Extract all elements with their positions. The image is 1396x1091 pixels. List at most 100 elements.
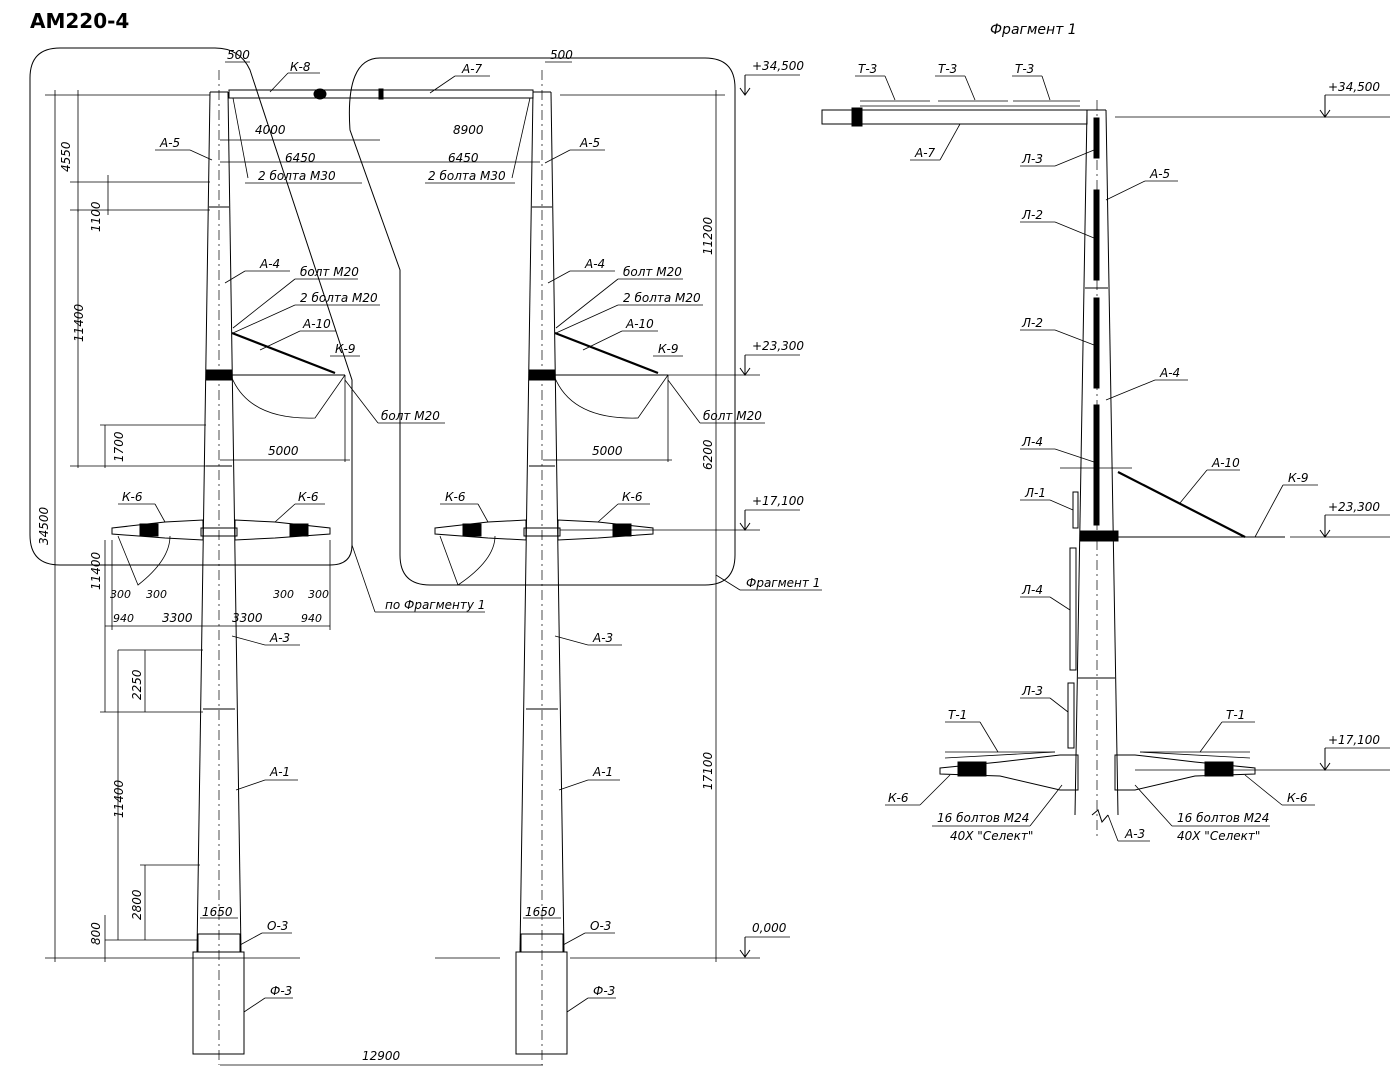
label-l3-frag-top: Л-3 xyxy=(1021,152,1043,166)
dim-6450-right: 6450 xyxy=(448,151,479,165)
elev-mid-frag: +23,300 xyxy=(1328,500,1380,514)
dim-2250: 2250 xyxy=(130,669,144,700)
note-bolt-m20-2-left: болт М20 xyxy=(381,409,440,423)
note-2-bolts-m30-right: 2 болта М30 xyxy=(428,169,506,183)
label-k9-right: К-9 xyxy=(658,342,678,356)
label-a5-left: А-5 xyxy=(159,136,180,150)
label-l2-frag-2: Л-2 xyxy=(1021,316,1043,330)
label-t3-1: Т-3 xyxy=(858,62,877,76)
label-f3-right: Ф-3 xyxy=(593,984,615,998)
dim-940-l2: 940 xyxy=(301,612,322,625)
label-t1-frag-left: Т-1 xyxy=(948,708,967,722)
label-k9-left: К-9 xyxy=(335,342,355,356)
note-bolt-m20-1-left: болт М20 xyxy=(300,265,359,279)
dim-17100: 17100 xyxy=(701,751,715,790)
dim-940-l1: 940 xyxy=(113,612,134,625)
dim-300-l4: 300 xyxy=(308,588,329,601)
dim-5000-left: 5000 xyxy=(268,444,299,458)
elev-top-frag: +34,500 xyxy=(1328,80,1380,94)
dim-800: 800 xyxy=(89,922,103,945)
label-k6-right-1: К-6 xyxy=(445,490,466,504)
dim-1100: 1100 xyxy=(89,201,103,232)
label-a3-right: А-3 xyxy=(592,631,613,645)
dim-1700: 1700 xyxy=(112,431,126,462)
dim-11400-lower: 11400 xyxy=(112,779,126,818)
label-o3-left: О-3 xyxy=(267,919,288,933)
fragment-1-detail: Т-3 Т-3 Т-3 А-7 +34,500 Л-3 А-5 Л-2 Л-2 … xyxy=(821,62,1390,843)
note-per-fragment: по Фрагменту 1 xyxy=(385,598,485,612)
label-t3-3: Т-3 xyxy=(1015,62,1034,76)
dimension-lines xyxy=(45,90,760,1066)
note-2-bolts-m20-left: 2 болта М20 xyxy=(300,291,378,305)
label-k8: К-8 xyxy=(290,60,311,74)
dim-8900: 8900 xyxy=(453,123,484,137)
dim-11200: 11200 xyxy=(701,216,715,255)
label-a3-left: А-3 xyxy=(269,631,290,645)
note-16-bolts-right: 16 болтов М24 xyxy=(1177,811,1269,825)
dim-12900: 12900 xyxy=(362,1049,401,1063)
label-a10-frag: А-10 xyxy=(1211,456,1240,470)
dim-6450-left: 6450 xyxy=(285,151,316,165)
top-beam xyxy=(228,88,534,179)
dim-1650-right: 1650 xyxy=(525,905,556,919)
label-a4-left: А-4 xyxy=(259,257,280,271)
dim-3300-l1: 3300 xyxy=(162,611,193,625)
elev-ground-left: 0,000 xyxy=(752,921,787,935)
note-steel-left: 40Х "Селект" xyxy=(950,829,1033,843)
label-k6-right-2: К-6 xyxy=(622,490,643,504)
dim-500-right: 500 xyxy=(550,48,573,62)
label-k6-left-2: К-6 xyxy=(298,490,319,504)
dim-1650-left: 1650 xyxy=(202,905,233,919)
label-l1-frag: Л-1 xyxy=(1024,486,1046,500)
label-f3-left: Ф-3 xyxy=(270,984,292,998)
note-bolt-m20-2-right: болт М20 xyxy=(703,409,762,423)
dim-2800: 2800 xyxy=(130,889,144,920)
elev-low-left: +17,100 xyxy=(752,494,804,508)
label-a5-frag: А-5 xyxy=(1149,167,1170,181)
note-16-bolts-left: 16 болтов М24 xyxy=(937,811,1029,825)
label-a4-right: А-4 xyxy=(584,257,605,271)
label-a5-right: А-5 xyxy=(579,136,600,150)
label-a1-right: А-1 xyxy=(592,765,613,779)
dim-5000-right: 5000 xyxy=(592,444,623,458)
drawing-title: АМ220-4 xyxy=(30,9,129,33)
label-k6-frag-left: К-6 xyxy=(888,791,909,805)
label-k6-frag-right: К-6 xyxy=(1287,791,1308,805)
label-l2-frag-1: Л-2 xyxy=(1021,208,1043,222)
label-o3-right: О-3 xyxy=(590,919,611,933)
dim-4550: 4550 xyxy=(59,141,73,172)
note-fragment-ref: Фрагмент 1 xyxy=(746,576,820,590)
elev-low-frag: +17,100 xyxy=(1328,733,1380,747)
dim-300-l2: 300 xyxy=(146,588,167,601)
label-a7-frag: А-7 xyxy=(914,146,936,160)
note-2-bolts-m20-right: 2 болта М20 xyxy=(623,291,701,305)
label-k9-frag: К-9 xyxy=(1288,471,1308,485)
dim-11400-mid: 11400 xyxy=(89,551,103,590)
note-2-bolts-m30-left: 2 болта М30 xyxy=(258,169,336,183)
label-a10-right: А-10 xyxy=(625,317,654,331)
dim-3300-l2: 3300 xyxy=(232,611,263,625)
elev-mid-left: +23,300 xyxy=(752,339,804,353)
fragment-title: Фрагмент 1 xyxy=(990,22,1077,38)
dim-11400-upper: 11400 xyxy=(72,303,86,342)
label-a7-top: А-7 xyxy=(461,62,483,76)
label-a4-frag: А-4 xyxy=(1159,366,1180,380)
label-l4-frag-bottom: Л-4 xyxy=(1021,583,1043,597)
label-a3-frag: А-3 xyxy=(1124,827,1145,841)
right-pole-labels: 500 А-7 8900 6450 2 болта М30 А-5 А-4 бо… xyxy=(362,48,820,1063)
label-a10-left: А-10 xyxy=(302,317,331,331)
note-steel-right: 40Х "Селект" xyxy=(1177,829,1260,843)
dim-300-l1: 300 xyxy=(110,588,131,601)
dim-4000: 4000 xyxy=(255,123,286,137)
dim-300-l3: 300 xyxy=(273,588,294,601)
dim-6200: 6200 xyxy=(701,439,715,470)
dim-34500: 34500 xyxy=(37,506,51,545)
label-t1-frag-right: Т-1 xyxy=(1226,708,1245,722)
label-l4-frag-top: Л-4 xyxy=(1021,435,1043,449)
label-a1-left: А-1 xyxy=(269,765,290,779)
note-bolt-m20-1-right: болт М20 xyxy=(623,265,682,279)
label-t3-2: Т-3 xyxy=(938,62,957,76)
label-k6-left-1: К-6 xyxy=(122,490,143,504)
label-l3-frag-bottom: Л-3 xyxy=(1021,684,1043,698)
